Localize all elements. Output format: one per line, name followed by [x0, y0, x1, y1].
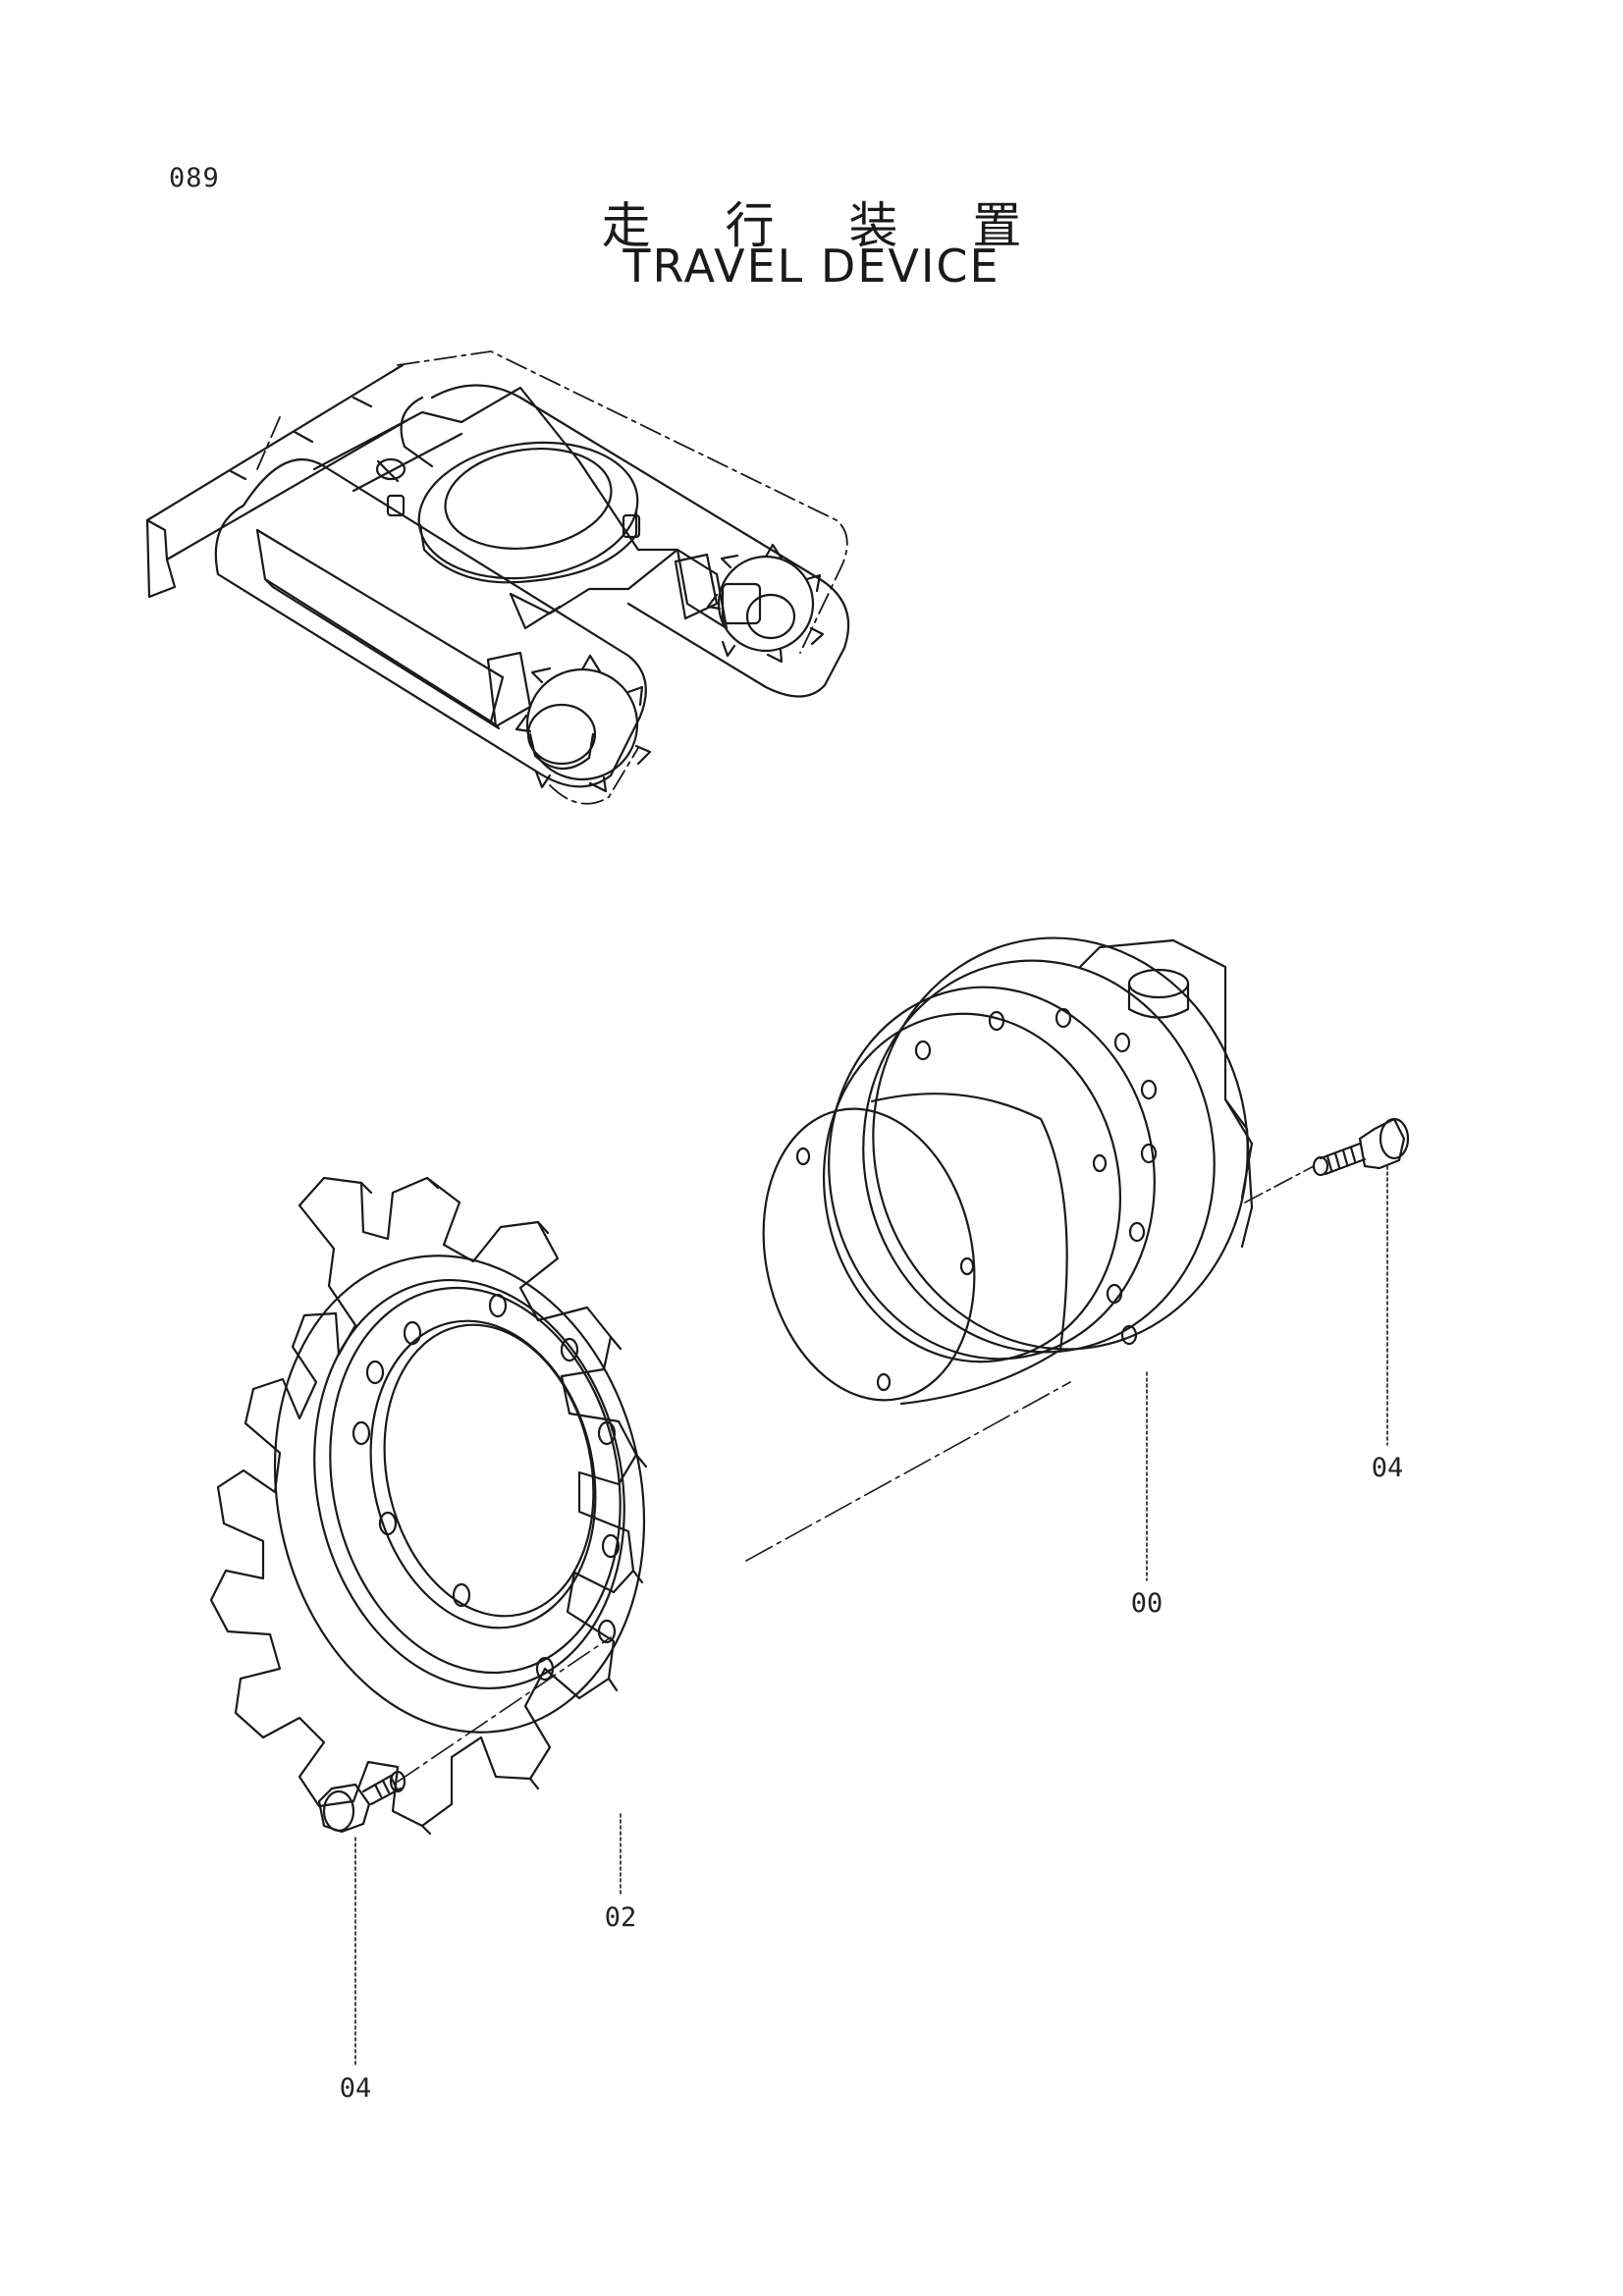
left-crawler-track: [214, 457, 647, 788]
right-overview-sprocket: [674, 543, 825, 664]
sprocket-mounting-face: [313, 1278, 625, 1690]
left-overview-sprocket: [486, 651, 652, 793]
bolt-right: [1312, 1117, 1410, 1177]
bolt-left: [317, 1770, 406, 1834]
sprocket-bolt-ring: [329, 1286, 622, 1675]
travel-motor-assembly: [762, 936, 1254, 1406]
motor-top-plug: [1127, 968, 1190, 1019]
swing-bearing: [417, 441, 639, 584]
callout-bolt-right: 04: [1371, 1453, 1404, 1483]
motor-flange-mid: [862, 959, 1216, 1354]
callout-leaders: [354, 1165, 1388, 2067]
overview-outline-lower: [256, 416, 639, 805]
motor-rear-housing: [1078, 938, 1254, 1200]
title-english: TRAVEL DEVICE: [622, 240, 1001, 293]
sprocket-center-bore-edge: [383, 1323, 595, 1618]
callout-sprocket: 02: [604, 1902, 637, 1933]
sprocket-center-bore: [369, 1319, 597, 1629]
sprocket: [209, 1176, 648, 1836]
motor-flange-outer: [872, 936, 1249, 1351]
sprocket-teeth-outline: [209, 1176, 638, 1828]
dozer-blade: [145, 363, 409, 599]
page-number: 089: [169, 163, 220, 193]
overview-outline: [397, 350, 848, 654]
motor-housing-edge: [1223, 1097, 1254, 1249]
center-frame: [312, 386, 679, 630]
frame-fittings: [375, 457, 641, 539]
assembly-centerlines: [397, 1165, 1315, 1783]
motor-flange-bolt-holes: [914, 1007, 1158, 1346]
sprocket-tooth-depth: [359, 1176, 648, 1836]
motor-flange-bolt-ring: [828, 986, 1156, 1361]
motor-front-hub: [762, 1093, 1068, 1406]
sprocket-bolt-holes: [352, 1293, 621, 1682]
undercarriage-overview: [145, 350, 850, 805]
motor-flange-inner: [822, 1012, 1122, 1363]
callout-bolt-left: 04: [339, 2073, 372, 2104]
callout-travel-motor: 00: [1130, 1588, 1163, 1619]
title-japanese: 走 行 装 置: [601, 197, 1052, 254]
